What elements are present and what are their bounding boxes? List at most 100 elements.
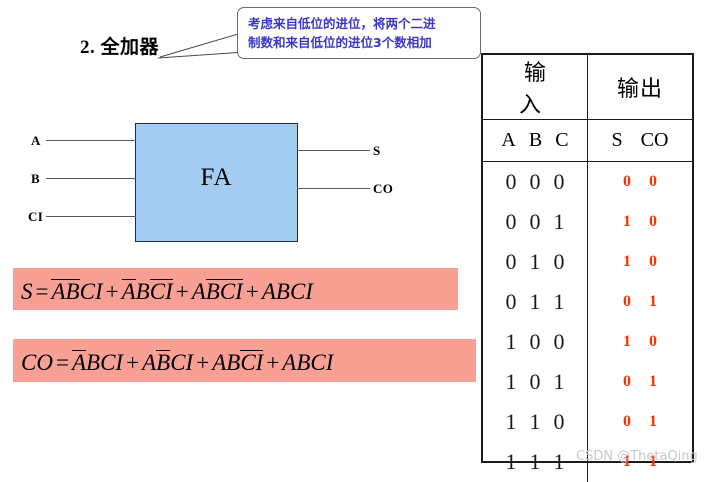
cell-a: 0 (505, 208, 517, 234)
input-label-b: B (31, 171, 41, 186)
cell-b: 0 (529, 368, 541, 394)
callout-note: 考虑来自低位的进位，将两个二进 制数和来自低位的进位3个数相加 (237, 7, 481, 59)
literal-i: I (185, 350, 194, 375)
sum-equation-highlight (13, 268, 458, 310)
cell-co: 0 (649, 172, 657, 190)
header-co: CO (640, 129, 669, 151)
header-c: C (555, 129, 569, 151)
literal-c: C (289, 279, 306, 304)
input-label-a: A (31, 133, 41, 148)
cell-a: 1 (505, 368, 517, 394)
literal-ci-negated: CI (149, 279, 173, 304)
cell-a: 0 (505, 248, 517, 274)
fa-block-label: FA (200, 164, 233, 191)
header-outputs-group: 输出 (587, 55, 692, 120)
cell-c: 1 (553, 368, 565, 394)
plus-operator: + (126, 350, 140, 375)
literal-b: B (226, 350, 241, 375)
cell-a: 1 (505, 408, 517, 434)
literal-b-negated: B (65, 279, 80, 304)
callout-line-2: 制数和来自低位的进位3个数相加 (248, 35, 432, 50)
literal-c: C (310, 350, 326, 375)
cell-co: 0 (649, 252, 657, 270)
cell-b: 0 (529, 168, 541, 194)
literal-a-negated: A (71, 350, 86, 375)
cell-c: 1 (553, 448, 565, 474)
sum-equals: = (35, 279, 49, 304)
plus-operator: + (266, 350, 280, 375)
cell-c: 0 (553, 408, 565, 434)
output-label-s: S (373, 143, 381, 158)
cell-b: 0 (529, 328, 541, 354)
wire-input-b (46, 178, 136, 179)
cell-co: 0 (649, 332, 657, 350)
table-header-row-groups: 输 入 输出 (483, 55, 692, 120)
sum-equation: S=ABCI+ABCI+ABCI+ABCI (21, 279, 313, 304)
cell-a: 0 (505, 288, 517, 314)
cell-s: 1 (623, 452, 631, 470)
literal-a: A (191, 279, 206, 304)
cell-b: 1 (529, 448, 541, 474)
cell-c: 0 (553, 328, 565, 354)
wire-output-s (297, 150, 370, 151)
cell-s: 0 (623, 412, 631, 430)
literal-b: B (275, 279, 290, 304)
header-a: A (501, 129, 516, 151)
output-label-co: CO (373, 181, 394, 196)
cell-c: 0 (553, 168, 565, 194)
carry-equation: CO=ABCI+ABCI+ABCI+ABCI (21, 350, 333, 375)
literal-c: C (79, 279, 95, 304)
sum-lhs: S (21, 279, 33, 304)
cell-s: 0 (623, 292, 631, 310)
literal-b: B (86, 350, 101, 375)
cell-a: 1 (505, 328, 517, 354)
literal-i: I (325, 350, 334, 375)
literal-c: C (170, 350, 186, 375)
page-title-number: 2. (80, 37, 96, 58)
literal-c: C (100, 350, 116, 375)
literal-i: I (94, 279, 103, 304)
callout-tail (157, 31, 245, 59)
literal-b-negated: B (205, 279, 220, 304)
cell-s: 0 (623, 372, 631, 390)
cell-c: 0 (553, 248, 565, 274)
literal-a: A (261, 279, 276, 304)
carry-equals: = (55, 350, 69, 375)
literal-ci-negated: CI (219, 279, 243, 304)
plus-operator: + (175, 279, 189, 304)
cell-s: 0 (623, 172, 631, 190)
cell-co: 1 (649, 292, 657, 310)
header-b: B (528, 129, 543, 151)
literal-i: I (115, 350, 124, 375)
cell-b: 1 (529, 288, 541, 314)
wire-input-a (46, 140, 136, 141)
full-adder-block-diagram: FA A B CI S CO (28, 108, 438, 258)
watermark: CSDN @ThetaQing (576, 449, 698, 464)
literal-ci-negated: CI (240, 350, 264, 375)
cell-co: 0 (649, 212, 657, 230)
literal-a-negated: A (51, 279, 66, 304)
callout-line-1: 考虑来自低位的进位，将两个二进 (248, 16, 436, 31)
sum-terms: ABCI+ABCI+ABCI+ABCI (51, 279, 313, 304)
cell-co: 1 (649, 452, 657, 470)
plus-operator: + (196, 350, 210, 375)
page-title: 2. 全加器 (80, 32, 159, 59)
